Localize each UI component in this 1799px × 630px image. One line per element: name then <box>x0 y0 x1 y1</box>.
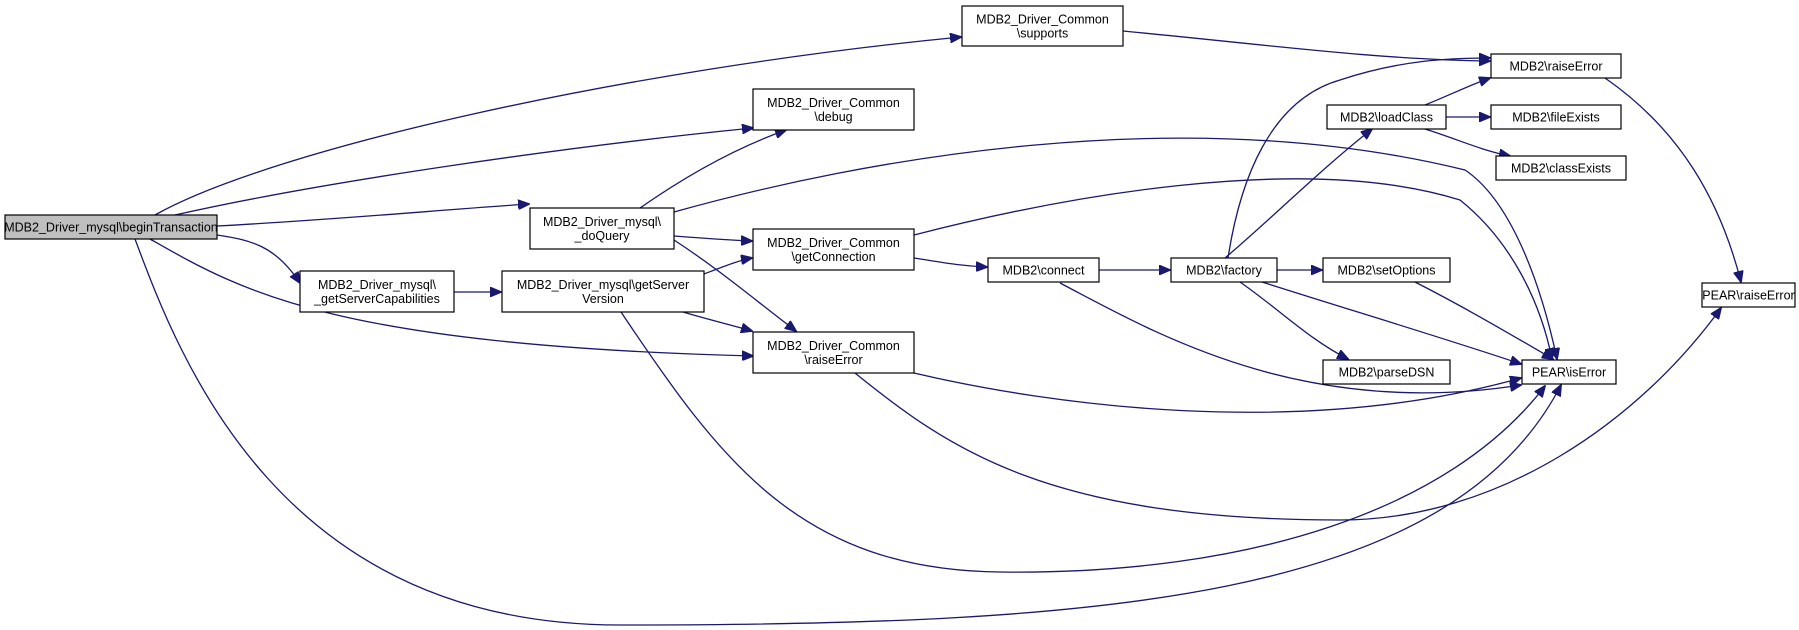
node-box <box>1495 155 1627 181</box>
edges-layer <box>134 30 1741 626</box>
node-isError[interactable]: PEAR\isError <box>1521 359 1617 385</box>
node-label-line: MDB2\loadClass <box>1340 111 1433 125</box>
node-box <box>299 270 455 313</box>
edge-beginTransaction-to-getServerCapabilities <box>216 234 300 283</box>
edge-doQuery-to-getConnection <box>673 235 752 241</box>
edge-getConnection-to-isError <box>913 178 1552 359</box>
nodes-layer: MDB2_Driver_mysql\beginTransactionMDB2_D… <box>4 5 1796 385</box>
node-box <box>987 257 1100 283</box>
edge-getConnection-to-connect <box>913 257 987 267</box>
edge-beginTransaction-to-supports <box>154 37 961 216</box>
node-label-line: MDB2\raiseError <box>1509 60 1602 74</box>
edge-doQuery-to-isError <box>673 137 1557 359</box>
node-connect[interactable]: MDB2\connect <box>987 257 1100 283</box>
node-label-line: MDB2_Driver_mysql\ <box>543 215 662 229</box>
node-label-line: MDB2\parseDSN <box>1339 366 1435 380</box>
node-label-line: _doQuery <box>574 229 631 243</box>
node-pearRaiseError[interactable]: PEAR\raiseError <box>1701 282 1796 308</box>
node-getConnection[interactable]: MDB2_Driver_Common\getConnection <box>752 228 915 271</box>
node-box <box>961 5 1124 47</box>
node-label-line: \getConnection <box>791 250 875 264</box>
node-loadClass[interactable]: MDB2\loadClass <box>1326 104 1447 130</box>
node-box <box>529 207 675 250</box>
node-label-line: \supports <box>1017 27 1068 41</box>
node-label-line: PEAR\isError <box>1532 366 1606 380</box>
node-box <box>1521 359 1617 385</box>
node-setOptions[interactable]: MDB2\setOptions <box>1322 257 1451 283</box>
node-supports[interactable]: MDB2_Driver_Common\supports <box>961 5 1124 47</box>
node-fileExists[interactable]: MDB2\fileExists <box>1490 104 1622 130</box>
node-label-line: MDB2_Driver_Common <box>767 339 900 353</box>
edge-factory-to-isError <box>1261 281 1521 364</box>
node-box <box>752 228 915 271</box>
node-box <box>4 214 218 240</box>
edge-beginTransaction-to-doQuery <box>216 204 529 227</box>
node-label-line: MDB2\factory <box>1186 264 1262 278</box>
node-label-line: MDB2\classExists <box>1511 162 1611 176</box>
node-getServerCapabilities[interactable]: MDB2_Driver_mysql\_getServerCapabilities <box>299 270 455 313</box>
edge-commonRaiseError-to-pearRaiseError <box>854 308 1721 521</box>
node-box <box>1490 104 1622 130</box>
node-box <box>1490 53 1622 79</box>
node-factory[interactable]: MDB2\factory <box>1170 257 1278 283</box>
node-box <box>1170 257 1278 283</box>
edge-mdb2RaiseError-to-pearRaiseError <box>1604 77 1741 282</box>
edge-beginTransaction-to-isError <box>134 238 1561 626</box>
node-beginTransaction[interactable]: MDB2_Driver_mysql\beginTransaction <box>4 214 218 240</box>
node-box <box>1701 282 1796 308</box>
node-parseDSN[interactable]: MDB2\parseDSN <box>1322 359 1451 385</box>
node-box <box>752 88 915 131</box>
node-mdb2RaiseError[interactable]: MDB2\raiseError <box>1490 53 1622 79</box>
node-label-line: MDB2\fileExists <box>1512 111 1600 125</box>
node-label-line: MDB2_Driver_mysql\ <box>318 278 437 292</box>
edge-factory-to-mdb2RaiseError <box>1227 58 1490 259</box>
edge-connect-to-isError <box>1059 282 1521 394</box>
node-label-line: MDB2_Driver_Common <box>976 13 1109 27</box>
edge-commonRaiseError-to-isError <box>913 372 1521 413</box>
edge-supports-to-mdb2RaiseError <box>1122 30 1490 61</box>
edge-doQuery-to-debug <box>639 130 786 209</box>
edge-getServerVersion-to-isError <box>620 311 1545 573</box>
node-label-line: _getServerCapabilities <box>313 292 440 306</box>
node-doQuery[interactable]: MDB2_Driver_mysql\_doQuery <box>529 207 675 250</box>
node-debug[interactable]: MDB2_Driver_Common\debug <box>752 88 915 131</box>
node-box <box>1326 104 1447 130</box>
edge-loadClass-to-mdb2RaiseError <box>1424 78 1490 106</box>
node-label-line: PEAR\raiseError <box>1702 289 1794 303</box>
node-label-line: MDB2\connect <box>1003 264 1086 278</box>
node-box <box>752 331 915 374</box>
edge-beginTransaction-to-debug <box>174 128 753 216</box>
node-commonRaiseError[interactable]: MDB2_Driver_Common\raiseError <box>752 331 915 374</box>
node-label-line: MDB2_Driver_mysql\getServer <box>517 278 689 292</box>
node-box <box>1322 257 1451 283</box>
node-label-line: MDB2\setOptions <box>1338 264 1436 278</box>
node-label-line: Version <box>582 292 624 306</box>
node-label-line: MDB2_Driver_Common <box>767 96 900 110</box>
edge-getServerVersion-to-getConnection <box>703 258 752 275</box>
edge-getServerVersion-to-commonRaiseError <box>682 311 752 331</box>
node-box <box>1322 359 1451 385</box>
node-label-line: MDB2_Driver_mysql\beginTransaction <box>4 221 218 235</box>
node-box <box>501 270 705 313</box>
edge-factory-to-loadClass <box>1224 129 1372 259</box>
edge-doQuery-to-commonRaiseError <box>673 239 796 331</box>
node-label-line: \debug <box>814 110 852 124</box>
node-classExists[interactable]: MDB2\classExists <box>1495 155 1627 181</box>
edge-loadClass-to-classExists <box>1424 128 1510 156</box>
node-label-line: \raiseError <box>804 353 862 367</box>
edge-setOptions-to-isError <box>1414 281 1553 359</box>
node-label-line: MDB2_Driver_Common <box>767 236 900 250</box>
edge-factory-to-parseDSN <box>1239 281 1348 359</box>
